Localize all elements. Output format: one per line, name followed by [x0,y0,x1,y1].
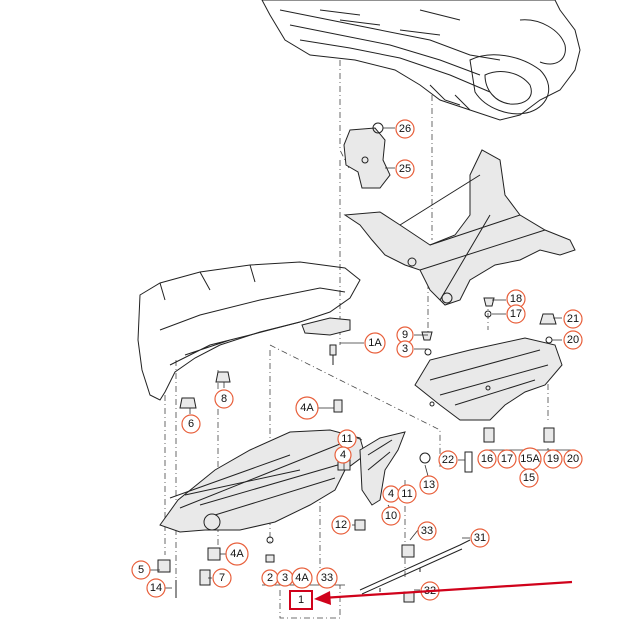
callout-20-top[interactable]: 20 [563,330,583,350]
callout-8[interactable]: 8 [214,389,234,409]
bracket-part-25 [343,122,391,189]
callout-31[interactable]: 31 [470,528,490,548]
callout-15A[interactable]: 15A [518,447,542,471]
callouts: 26 25 18 17 21 20 9 3 1A 8 6 4A 11 4 22 … [131,119,583,601]
highlight-label: 1 [298,594,304,606]
callout-14[interactable]: 14 [146,578,166,598]
engine-shield-rear [414,337,563,421]
highlight-arrow [314,580,573,605]
svg-text:31: 31 [474,532,486,544]
svg-text:15A: 15A [520,453,540,465]
highlighted-part-1[interactable]: 1 [289,590,313,610]
callout-4-lower[interactable]: 4 [382,485,400,503]
svg-text:5: 5 [138,564,144,576]
svg-text:13: 13 [423,479,435,491]
svg-text:33: 33 [321,572,333,584]
svg-text:10: 10 [385,510,397,522]
svg-text:17: 17 [510,308,522,320]
svg-text:4A: 4A [230,548,244,560]
svg-text:15: 15 [523,472,535,484]
highlight-box[interactable] [289,590,313,610]
callout-10[interactable]: 10 [381,506,401,526]
svg-text:33: 33 [421,525,433,537]
svg-text:20: 20 [567,453,579,465]
svg-text:2: 2 [267,572,273,584]
svg-text:1A: 1A [368,337,382,349]
callout-11-upper[interactable]: 11 [337,429,357,449]
callout-33-bottom[interactable]: 33 [316,567,338,589]
svg-text:4: 4 [388,488,394,500]
callout-3-top[interactable]: 3 [396,340,414,358]
svg-text:7: 7 [219,572,225,584]
callout-19[interactable]: 19 [543,449,563,469]
callout-25[interactable]: 25 [395,159,415,179]
svg-text:8: 8 [221,393,227,405]
svg-text:16: 16 [481,453,493,465]
svg-text:4: 4 [340,449,346,461]
fasteners [157,297,557,603]
svg-text:14: 14 [150,582,162,594]
callout-17-bottom[interactable]: 17 [497,449,517,469]
callout-5[interactable]: 5 [131,560,151,580]
callout-4A-lower[interactable]: 4A [225,542,249,566]
callout-12[interactable]: 12 [331,515,351,535]
subframe-part [343,149,576,306]
callout-1A[interactable]: 1A [364,332,386,354]
callout-7[interactable]: 7 [212,568,232,588]
callout-13[interactable]: 13 [419,475,439,495]
callout-11-lower[interactable]: 11 [397,484,417,504]
svg-text:17: 17 [501,453,513,465]
side-shield-10 [359,431,406,506]
callout-17[interactable]: 17 [506,304,526,324]
svg-text:20: 20 [567,334,579,346]
callout-33-right[interactable]: 33 [417,521,437,541]
svg-text:12: 12 [335,519,347,531]
callout-20-bottom[interactable]: 20 [563,449,583,469]
callout-21[interactable]: 21 [563,309,583,329]
svg-text:9: 9 [402,329,408,341]
svg-text:25: 25 [399,163,411,175]
callout-4-upper[interactable]: 4 [334,446,352,464]
svg-text:3: 3 [402,343,408,355]
callout-4A-upper[interactable]: 4A [295,396,319,420]
svg-text:18: 18 [510,293,522,305]
trim-strip-31 [359,539,471,595]
svg-text:26: 26 [399,123,411,135]
front-bumper [137,261,361,401]
underbody-panel-1 [159,429,366,544]
callout-22[interactable]: 22 [438,450,458,470]
callout-26[interactable]: 26 [395,119,415,139]
callout-4A-bottom[interactable]: 4A [291,567,313,589]
svg-text:6: 6 [188,418,194,430]
svg-text:11: 11 [341,433,352,445]
callout-15[interactable]: 15 [519,468,539,488]
svg-text:22: 22 [442,454,454,466]
svg-text:19: 19 [547,453,559,465]
svg-text:3: 3 [282,572,288,584]
svg-text:4A: 4A [300,402,314,414]
vehicle-body-drawing [261,0,581,121]
callout-16[interactable]: 16 [477,449,497,469]
svg-text:11: 11 [401,488,412,500]
callout-6[interactable]: 6 [181,414,201,434]
svg-text:21: 21 [567,313,579,325]
callout-2[interactable]: 2 [261,569,279,587]
callout-3-lower[interactable]: 3 [276,569,294,587]
svg-text:4A: 4A [295,572,309,584]
bracket-1A [301,317,351,336]
